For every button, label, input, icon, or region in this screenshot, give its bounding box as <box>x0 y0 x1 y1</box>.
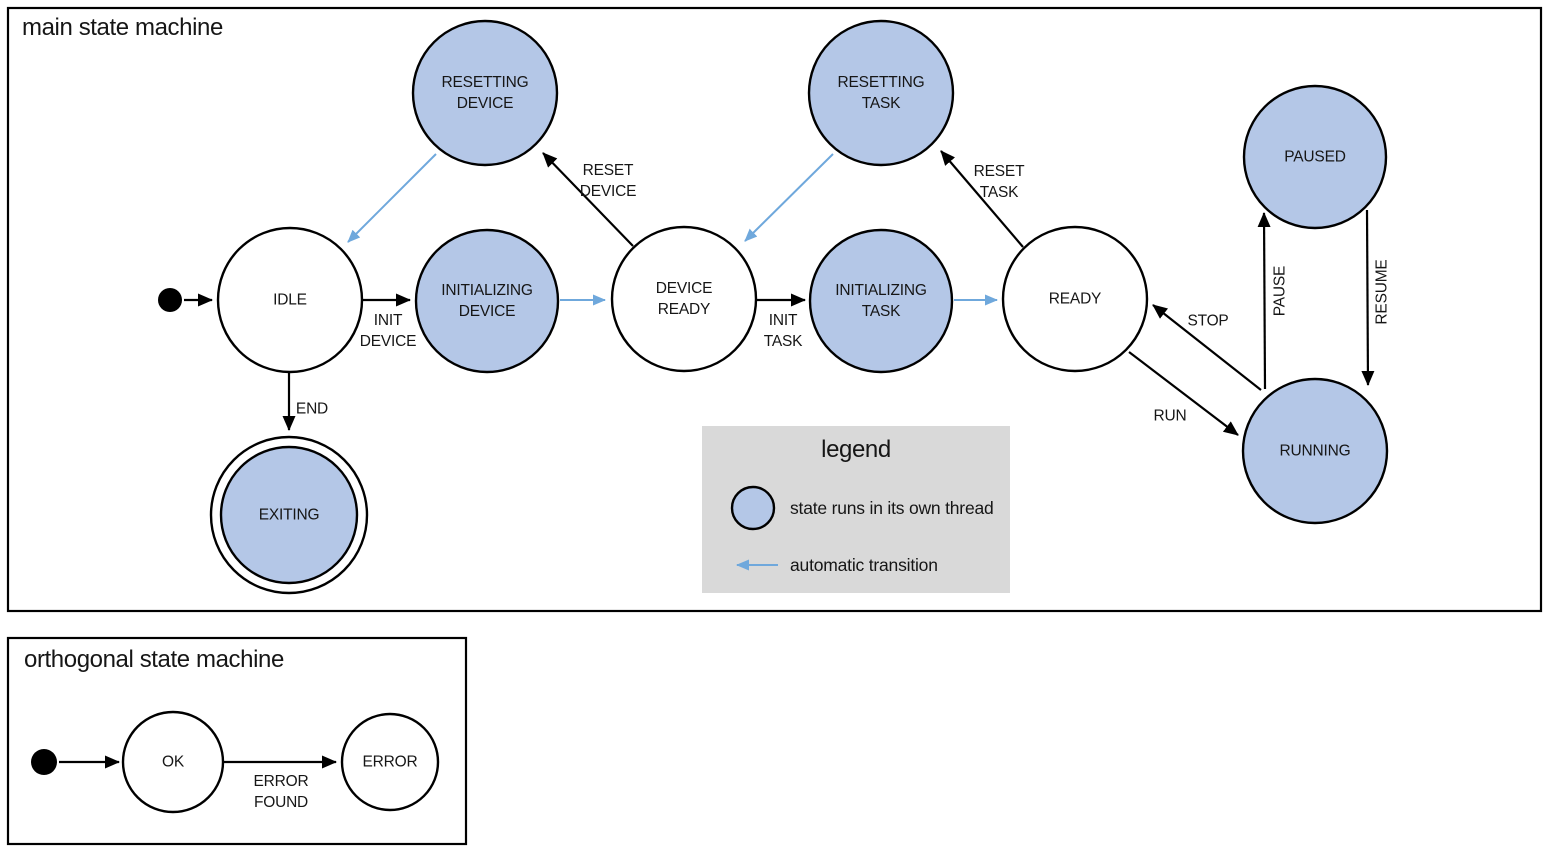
transition-label-init-task: INIT TASK <box>763 312 803 350</box>
transition-label-stop: STOP <box>1187 312 1229 330</box>
state-initializing-task-circle <box>808 228 954 374</box>
transition-label-reset-device: RESET DEVICE <box>579 162 637 200</box>
transition-resume <box>1361 209 1375 386</box>
legend-title: legend <box>821 436 891 463</box>
state-device-ready-circle <box>610 225 758 373</box>
transition-run <box>1128 351 1239 436</box>
initial-state-dot-main <box>158 288 182 312</box>
orthogonal-machine-title: orthogonal state machine <box>24 646 284 673</box>
transition-pause <box>1257 212 1271 390</box>
state-label-initializing-device: INITIALIZING DEVICE <box>441 282 533 320</box>
transition-label-run: RUN <box>1153 407 1187 425</box>
state-running-circle <box>1241 377 1389 525</box>
state-ok-circle <box>121 710 225 814</box>
initial-state-dot-orthogonal <box>31 749 57 775</box>
legend-item-threaded-state-text: state runs in its own thread <box>790 498 994 518</box>
transition-reset-task <box>940 150 1024 248</box>
transition-reset-device <box>542 152 634 247</box>
state-resetting-device-circle <box>411 19 559 167</box>
state-error-circle <box>340 712 440 812</box>
transition-label-resume: RESUME <box>1373 259 1391 325</box>
auto-transition-resetting-device-to-idle <box>347 153 437 243</box>
transition-stop <box>1152 304 1262 391</box>
state-initializing-device-circle <box>414 228 560 374</box>
state-label-device-ready: DEVICE READY <box>655 280 713 318</box>
state-label-resetting-device: RESETTING DEVICE <box>441 74 529 112</box>
state-label-ok: OK <box>162 753 184 771</box>
state-label-initializing-task: INITIALIZING TASK <box>835 282 927 320</box>
orthogonal-machine-box <box>6 636 468 846</box>
legend-threaded-state-circle <box>730 485 776 531</box>
state-label-running: RUNNING <box>1279 442 1351 460</box>
state-label-ready: READY <box>1048 290 1102 308</box>
state-label-paused: PAUSED <box>1284 148 1346 166</box>
state-label-error: ERROR <box>362 753 418 771</box>
transition-label-end: END <box>295 400 329 418</box>
state-ready-circle <box>1001 225 1149 373</box>
main-machine-title: main state machine <box>22 14 223 41</box>
state-paused-circle <box>1242 84 1388 230</box>
transition-label-error-found: ERROR FOUND <box>253 773 309 811</box>
transition-label-pause: PAUSE <box>1271 265 1289 317</box>
state-exiting-circle <box>219 445 359 585</box>
legend-item-automatic-transition-text: automatic transition <box>790 555 938 575</box>
state-label-exiting: EXITING <box>258 506 320 524</box>
state-resetting-task-circle <box>807 19 955 167</box>
state-label-idle: IDLE <box>273 291 307 309</box>
transition-label-reset-task: RESET TASK <box>973 163 1025 201</box>
main-machine-box <box>6 6 1543 613</box>
transition-label-init-device: INIT DEVICE <box>359 312 417 350</box>
state-label-resetting-task: RESETTING TASK <box>837 74 925 112</box>
auto-transition-resetting-task-to-device-ready <box>744 153 834 242</box>
state-idle-circle <box>216 226 364 374</box>
